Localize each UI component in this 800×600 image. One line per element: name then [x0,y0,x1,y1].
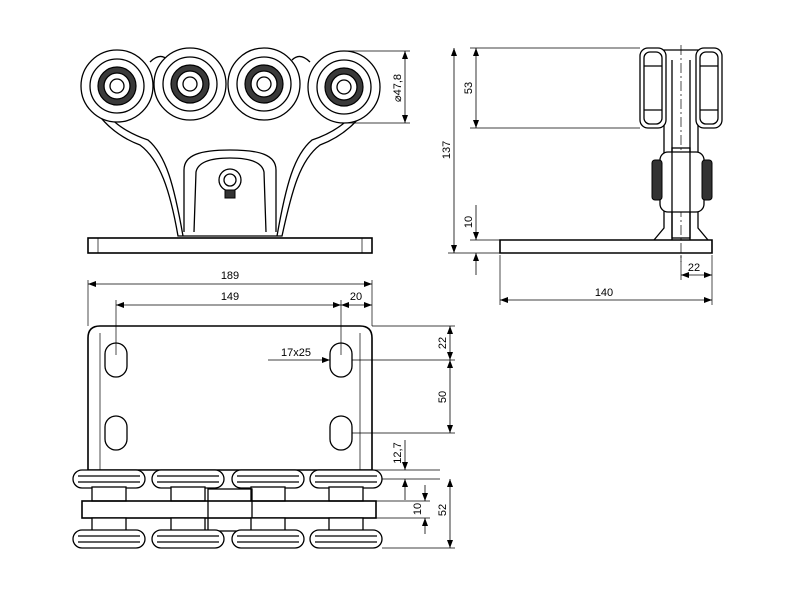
top-plate [87,325,373,471]
top-slot-4 [329,415,353,451]
dim-hole-spacing: 149 [221,291,239,303]
front-base-plate [87,237,373,254]
dim-side-depth: 140 [595,287,613,299]
top-axle-hubs-lower [91,517,364,533]
dim-side-roller-height: 53 [463,82,475,94]
front-roller-2 [153,47,227,121]
side-base-plate [499,239,713,254]
dim-overall-length: 189 [221,270,239,282]
top-center-bar [81,500,377,519]
top-axle-hubs-upper [91,486,364,502]
dim-slot-top-offset: 22 [437,337,449,349]
top-view: 189 149 20 17x25 22 50 12,7 10 5 [72,270,455,549]
dim-bottom-height: 52 [437,504,449,516]
front-view: ⌀47,8 [80,47,410,254]
front-lug-bolt-inner [223,173,237,187]
front-lug-nut [224,189,236,199]
front-lug [183,149,277,232]
top-roller-row-upper [72,469,383,489]
dim-side-offset: 22 [688,262,700,274]
front-roller-3 [227,47,301,121]
dim-slot-size: 17x25 [281,347,311,359]
side-roller-right [695,47,723,129]
top-slot-3 [104,415,128,451]
front-bracket-outline [87,94,373,237]
front-roller-4 [307,50,381,124]
side-view: 53 137 10 22 140 [441,45,723,305]
side-roller-left [639,47,667,129]
dim-plate-to-roller: 12,7 [392,442,404,463]
front-roller-1 [80,49,154,123]
dim-bottom-gap: 10 [412,503,424,515]
front-lug-inner [193,157,267,233]
dim-slot-vertical-spacing: 50 [437,391,449,403]
dim-side-total-height: 137 [441,141,453,159]
top-roller-row-lower [72,529,383,549]
side-lug [659,151,705,213]
dim-side-plate-thickness: 10 [463,216,475,228]
dim-hole-edge: 20 [350,291,362,303]
dim-roller-diameter: ⌀47,8 [392,74,404,102]
front-lug-bolt [218,168,242,192]
